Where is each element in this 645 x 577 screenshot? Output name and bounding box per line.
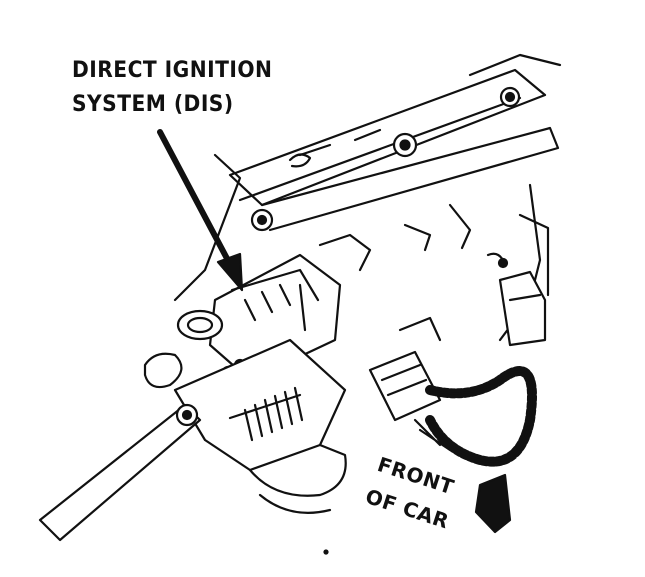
rail-bolt-2	[392, 132, 418, 158]
rail-bolt-1	[499, 86, 521, 108]
callout-label-line2: SYSTEM (DIS)	[72, 92, 234, 117]
side-connector	[498, 270, 547, 347]
callout-arrow	[157, 129, 244, 292]
harness-connector	[368, 316, 442, 422]
lower-assembly	[248, 443, 347, 514]
callout-label-line1: DIRECT IGNITION	[72, 58, 273, 83]
mount-boss	[176, 309, 224, 341]
wiring-harness	[413, 366, 537, 467]
front-arrow	[474, 473, 512, 534]
rail-bolt-3	[250, 208, 274, 232]
coil-pack	[173, 338, 347, 472]
grip-tip	[143, 352, 183, 389]
fuel-rail	[228, 68, 560, 232]
speck	[323, 549, 329, 555]
wrench-tool	[38, 403, 202, 542]
